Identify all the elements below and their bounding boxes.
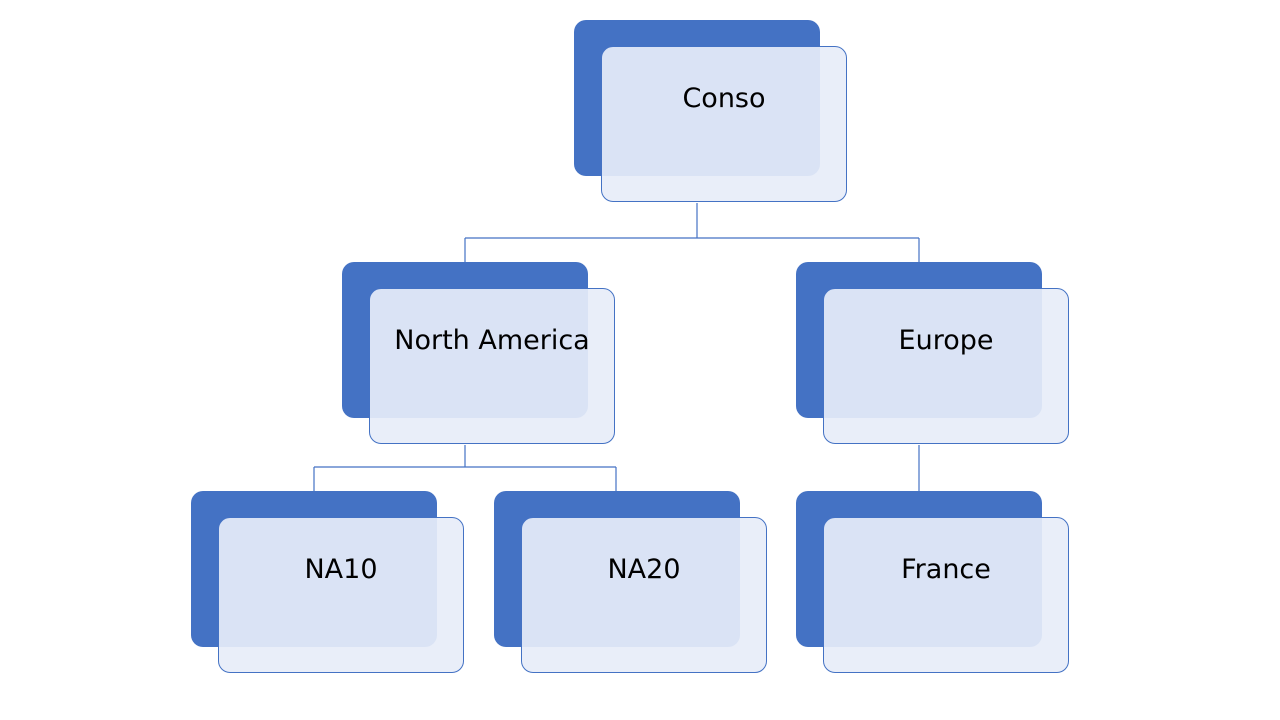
node-box: [218, 517, 464, 673]
node-box: [601, 46, 847, 202]
node-france[interactable]: France: [796, 491, 1071, 674]
node-conso[interactable]: Conso: [574, 20, 849, 203]
node-label-na10: NA10: [304, 553, 378, 585]
node-box: [823, 517, 1069, 673]
node-label-europe: Europe: [898, 324, 994, 356]
node-label-france: France: [901, 553, 991, 585]
node-label-north-america: North America: [394, 324, 590, 356]
node-na20[interactable]: NA20: [494, 491, 769, 674]
node-na10[interactable]: NA10: [191, 491, 466, 674]
node-europe[interactable]: Europe: [796, 262, 1071, 445]
node-box: [521, 517, 767, 673]
node-north-america[interactable]: North America: [342, 262, 617, 445]
node-label-na20: NA20: [607, 553, 681, 585]
node-box: [823, 288, 1069, 444]
node-box: [369, 288, 615, 444]
node-label-conso: Conso: [682, 82, 766, 114]
